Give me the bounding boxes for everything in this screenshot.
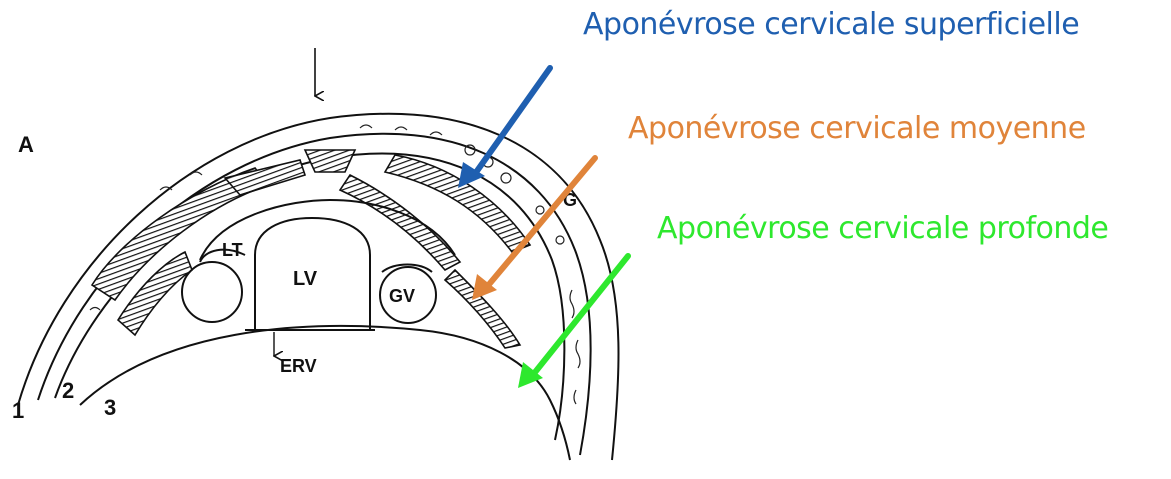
arrow-moyenne <box>472 158 595 300</box>
arrow-superficielle <box>458 68 550 188</box>
label-layer-3: 3 <box>104 395 116 420</box>
caption-profonde: Aponévrose cervicale profonde <box>657 212 1108 246</box>
caption-superficielle: Aponévrose cervicale superficielle <box>583 8 1079 42</box>
deep-fascia-arc <box>80 326 570 460</box>
central-structures <box>182 200 455 330</box>
caption-moyenne: Aponévrose cervicale moyenne <box>628 112 1086 146</box>
label-gv: GV <box>389 286 415 306</box>
label-layer-1: 1 <box>12 398 24 423</box>
fascia-arrows <box>458 68 628 388</box>
arrow-profonde <box>518 256 628 388</box>
label-lt: LT <box>222 240 243 260</box>
label-lv: LV <box>293 268 318 290</box>
label-erv: ERV <box>280 356 317 376</box>
figure-letter: A <box>18 132 34 157</box>
label-layer-2: 2 <box>62 378 74 403</box>
